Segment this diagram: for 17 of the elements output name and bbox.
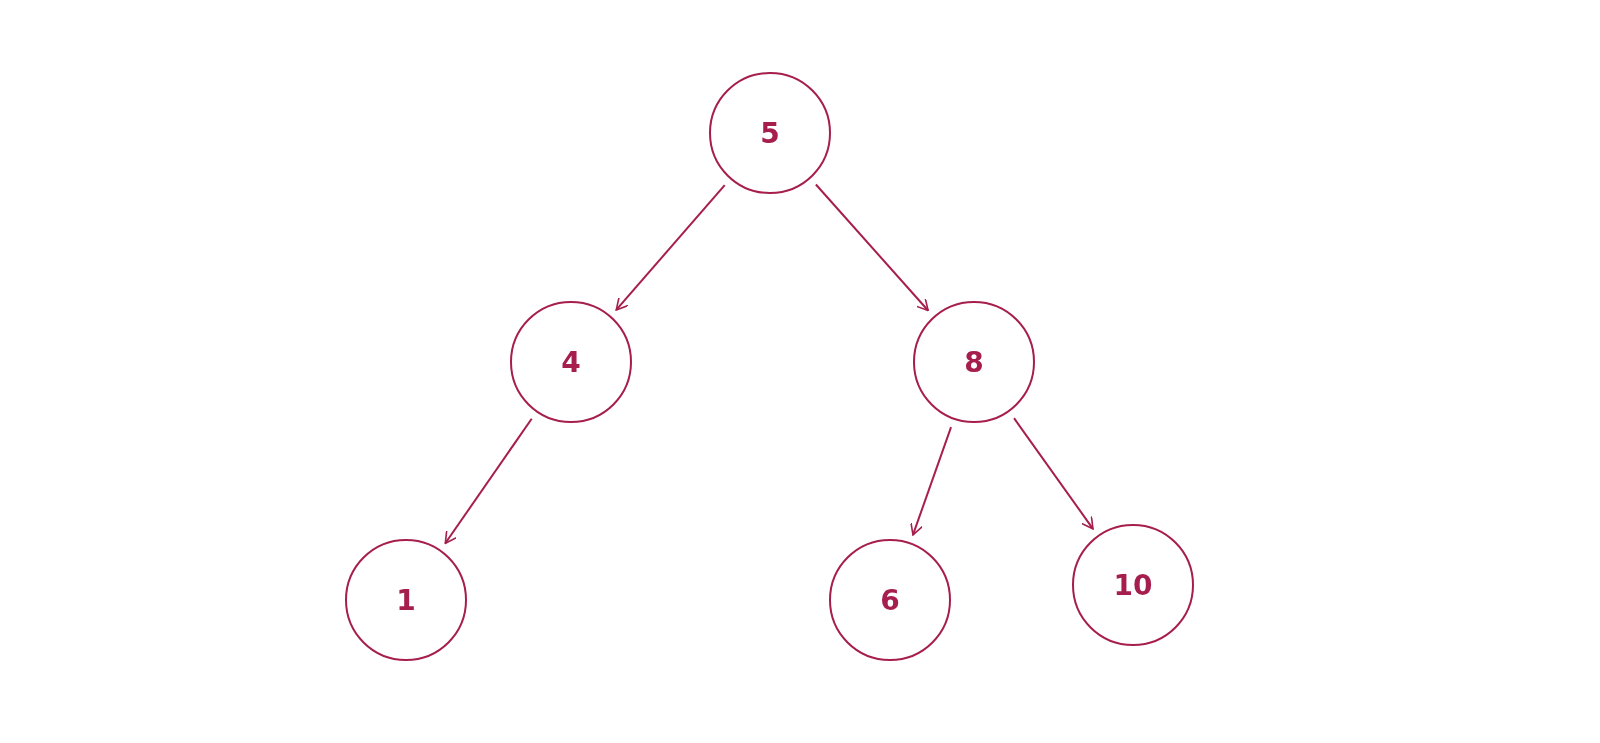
- tree-node-circle: [913, 301, 1035, 423]
- arrow: [814, 183, 930, 312]
- node-value: 8: [964, 345, 984, 379]
- tree-node-circle: [829, 539, 951, 661]
- tree-node-circle: [709, 72, 831, 194]
- tree-node-circle: [1072, 524, 1194, 646]
- arrow: [910, 426, 953, 536]
- tree-node-circle: [345, 539, 467, 661]
- node-value: 10: [1113, 568, 1153, 602]
- node-value: 4: [561, 345, 581, 379]
- node-value: 1: [396, 583, 416, 617]
- tree-node-circle: [510, 301, 632, 423]
- arrow: [444, 417, 533, 545]
- node-value: 5: [760, 116, 780, 150]
- node-value: 6: [880, 583, 900, 617]
- arrow: [615, 184, 726, 311]
- arrow: [1013, 417, 1094, 530]
